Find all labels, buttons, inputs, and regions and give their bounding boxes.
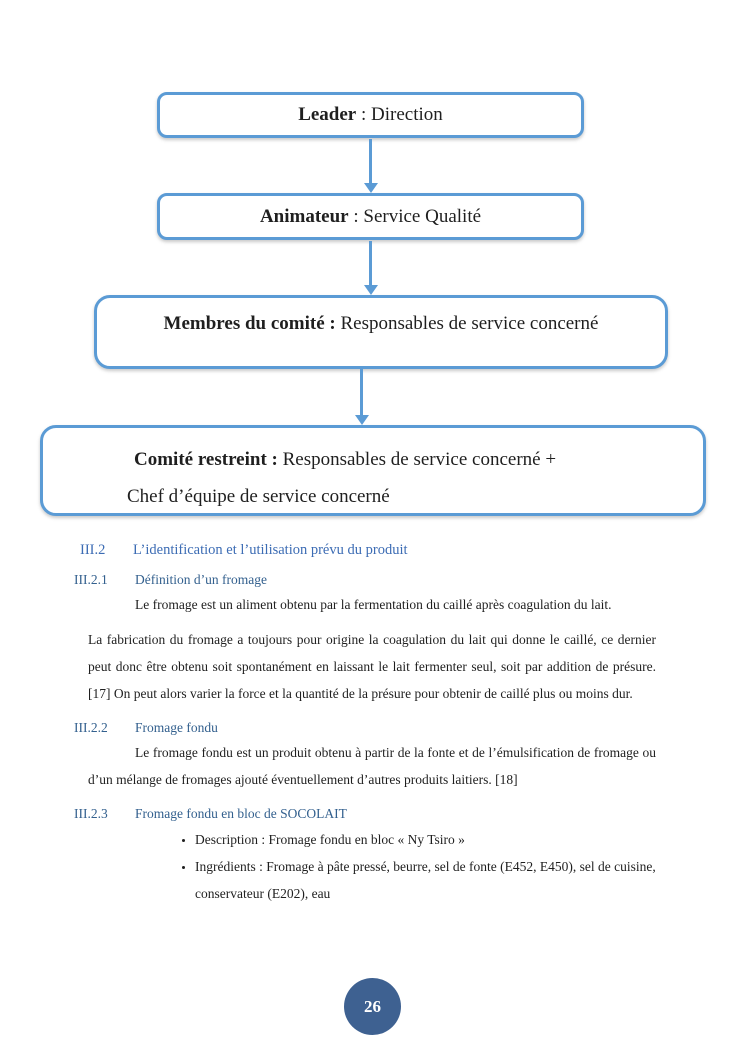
page-number: 26 [364,996,381,1016]
bullet-list: Description : Fromage fondu en bloc « Ny… [74,826,672,907]
document-body: III.2 L’identification et l’utilisation … [74,542,672,907]
box-value: Responsables de service concerné [335,313,599,334]
down-arrow-icon [369,139,372,183]
box-value: : Direction [356,104,443,126]
box-value-line2: Chef d’équipe de service concerné [127,486,390,507]
box-text: Comité restreint : Responsables de servi… [127,449,556,507]
box-label: Comité restreint : [134,449,278,470]
box-text: Membres du comité : Responsables de serv… [164,313,599,334]
flowchart-box-membres: Membres du comité : Responsables de serv… [94,295,668,369]
section-title: L’identification et l’utilisation prévu … [133,542,408,558]
box-text: Leader : Direction [298,103,443,127]
box-label: Membres du comité : [163,313,336,334]
paragraph-fabrication: La fabrication du fromage a toujours pou… [88,632,656,701]
box-value: : Service Qualité [348,205,482,227]
subsection-number: III.2.3 [74,806,108,821]
subsection-number: III.2.2 [74,720,108,735]
flowchart-box-animateur: Animateur : Service Qualité [157,193,584,240]
subsection-title: Fromage fondu en bloc de SOCOLAIT [135,806,347,821]
box-text: Animateur : Service Qualité [260,205,481,229]
bullet-description: Description : Fromage fondu en bloc « Ny… [195,826,672,853]
subsection-heading-III22: III.2.2 Fromage fondu [74,720,672,736]
bullet-ingredients: Ingrédients : Fromage à pâte pressé, beu… [195,853,672,907]
down-arrow-icon [369,241,372,285]
flowchart-box-leader: Leader : Direction [157,92,584,138]
flowchart-box-comite-restreint: Comité restreint : Responsables de servi… [40,425,706,516]
subsection-heading-III23: III.2.3 Fromage fondu en bloc de SOCOLAI… [74,806,672,822]
box-value: Responsables de service concerné + [277,449,557,470]
subsection-number: III.2.1 [74,572,108,587]
box-label: Animateur [259,205,349,227]
down-arrow-icon [360,369,363,415]
box-label: Leader [298,104,357,126]
subsection-title: Fromage fondu [135,720,218,735]
page-number-badge: 26 [344,978,401,1035]
paragraph-fromage-fondu: Le fromage fondu est un produit obtenu à… [88,745,656,787]
section-number: III.2 [80,542,106,558]
paragraph-definition: Le fromage est un aliment obtenu par la … [135,597,612,612]
subsection-title: Définition d’un fromage [135,572,267,587]
subsection-heading-III21: III.2.1 Définition d’un fromage [74,572,672,588]
section-heading-III2: III.2 L’identification et l’utilisation … [80,542,672,559]
